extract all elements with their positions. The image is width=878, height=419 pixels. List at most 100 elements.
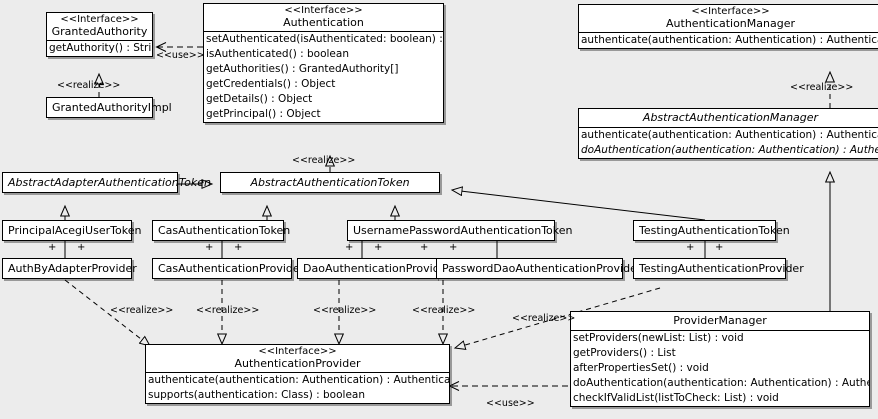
association-multiplicity: +: [715, 242, 724, 253]
class-cas-authentication-provider[interactable]: CasAuthenticationProvider: [152, 258, 305, 279]
association-multiplicity: +: [77, 242, 86, 253]
method: getProviders() : List: [573, 346, 676, 359]
class-cas-authentication-token[interactable]: CasAuthenticationToken: [152, 220, 291, 241]
class-granted-authority-impl[interactable]: GrantedAuthorityImpl: [46, 97, 172, 118]
class-header: UsernamePasswordAuthenticationToken: [348, 221, 573, 240]
stereotype-interface: <<Interface>>: [284, 5, 363, 16]
class-header: AbstractAuthenticationToken: [221, 173, 439, 192]
class-header: <<Interface>> AuthenticationManager: [579, 5, 878, 32]
class-abstract-authentication-manager[interactable]: AbstractAuthenticationManager authentica…: [578, 108, 878, 159]
class-header: ProviderManager: [571, 312, 869, 330]
class-header: <<Interface>> GrantedAuthority: [47, 13, 152, 40]
association-multiplicity: +: [48, 242, 57, 253]
class-provider-manager[interactable]: ProviderManager setProviders(newList: Li…: [570, 311, 870, 407]
class-header: <<Interface>> Authentication: [204, 4, 443, 31]
stereotype-interface: <<Interface>>: [691, 6, 770, 17]
method: getDetails() : Object: [206, 93, 313, 106]
class-header: TestingAuthenticationToken: [634, 221, 790, 240]
class-abstract-adapter-authentication-token[interactable]: AbstractAdapterAuthenticationToken: [2, 172, 211, 193]
association-multiplicity: +: [374, 242, 383, 253]
class-header: DaoAuthenticationProvider: [298, 259, 451, 278]
class-header: <<Interface>> AuthenticationProvider: [146, 345, 449, 372]
stereotype-interface: <<Interface>>: [60, 14, 139, 25]
method: getAuthorities() : GrantedAuthority[]: [206, 63, 399, 76]
method: afterPropertiesSet() : void: [573, 361, 709, 374]
class-password-dao-authentication-provider[interactable]: PasswordDaoAuthenticationProvider: [436, 258, 642, 279]
method: authenticate(authentication: Authenticat…: [581, 128, 878, 141]
class-name: PasswordDaoAuthenticationProvider: [442, 262, 642, 275]
class-name: GrantedAuthorityImpl: [52, 101, 172, 114]
class-username-password-authentication-token[interactable]: UsernamePasswordAuthenticationToken: [347, 220, 573, 241]
class-name: GrantedAuthority: [51, 24, 148, 38]
stereotype-interface: <<Interface>>: [258, 346, 337, 357]
edge-label-realize-dao-authentication-provider: <<realize>>: [313, 305, 377, 316]
class-name: AuthByAdapterProvider: [8, 262, 137, 275]
class-header: AbstractAdapterAuthenticationToken: [3, 173, 211, 192]
method: authenticate(authentication: Authenticat…: [148, 374, 449, 387]
class-methods: authenticate(authentication: Authenticat…: [579, 126, 878, 158]
class-methods: authenticate(authentication: Authenticat…: [579, 32, 878, 48]
class-header: PasswordDaoAuthenticationProvider: [437, 259, 642, 278]
class-header: PrincipalAcegiUserToken: [3, 221, 142, 240]
class-header: AbstractAuthenticationManager: [579, 109, 878, 127]
class-header: CasAuthenticationProvider: [153, 259, 305, 278]
class-dao-authentication-provider[interactable]: DaoAuthenticationProvider: [297, 258, 451, 279]
class-name: AbstractAdapterAuthenticationToken: [8, 176, 211, 189]
class-name: DaoAuthenticationProvider: [303, 262, 451, 275]
method: setProviders(newList: List) : void: [573, 331, 744, 344]
class-methods: authenticate(authentication: Authenticat…: [146, 372, 449, 403]
class-testing-authentication-token[interactable]: TestingAuthenticationToken: [633, 220, 790, 241]
method: doAuthentication(authentication: Authent…: [573, 376, 869, 389]
class-name: Authentication: [283, 15, 364, 29]
class-header: TestingAuthenticationProvider: [634, 259, 804, 278]
method: isAuthenticated() : boolean: [206, 48, 349, 61]
class-name: UsernamePasswordAuthenticationToken: [353, 224, 573, 237]
class-name: AuthenticationManager: [666, 16, 795, 30]
class-name: CasAuthenticationProvider: [158, 262, 305, 275]
edge-label-realize-auth-by-adapter-provider: <<realize>>: [110, 305, 174, 316]
edge-label-realize-granted-authority-impl: <<realize>>: [57, 80, 121, 91]
class-name: PrincipalAcegiUserToken: [8, 224, 142, 237]
class-name: TestingAuthenticationToken: [639, 224, 790, 237]
class-methods: setAuthenticated(isAuthenticated: boolea…: [204, 31, 443, 122]
class-auth-by-adapter-provider[interactable]: AuthByAdapterProvider: [2, 258, 137, 279]
method: getPrincipal() : Object: [206, 108, 321, 121]
class-methods: setProviders(newList: List) : void getPr…: [571, 329, 869, 406]
class-name: AbstractAuthenticationToken: [250, 176, 410, 189]
edge-label-realize-password-dao-authentication-provider: <<realize>>: [412, 305, 476, 316]
association-multiplicity: +: [234, 242, 243, 253]
class-name: ProviderManager: [673, 314, 767, 327]
method: doAuthentication(authentication: Authent…: [581, 143, 878, 156]
association-multiplicity: +: [205, 242, 214, 253]
edge-label-use-granted-authority: <<use>>: [156, 50, 205, 61]
association-multiplicity: +: [345, 242, 354, 253]
class-authentication-provider[interactable]: <<Interface>> AuthenticationProvider aut…: [145, 344, 450, 405]
class-methods: getAuthority() : String: [47, 40, 152, 56]
class-header: CasAuthenticationToken: [153, 221, 291, 240]
class-name: CasAuthenticationToken: [158, 224, 291, 237]
edge-label-realize-abstract-authentication-token: <<realize>>: [292, 155, 356, 166]
class-authentication-manager[interactable]: <<Interface>> AuthenticationManager auth…: [578, 4, 878, 50]
method: authenticate(authentication: Authenticat…: [581, 34, 878, 47]
method: setAuthenticated(isAuthenticated: boolea…: [206, 33, 443, 46]
class-principal-acegi-user-token[interactable]: PrincipalAcegiUserToken: [2, 220, 142, 241]
class-name: AuthenticationProvider: [234, 356, 361, 370]
class-granted-authority[interactable]: <<Interface>> GrantedAuthority getAuthor…: [46, 12, 153, 58]
method: getAuthority() : String: [49, 42, 152, 55]
method: checkIfValidList(listToCheck: List) : vo…: [573, 391, 779, 404]
class-name: AbstractAuthenticationManager: [642, 111, 819, 124]
association-multiplicity: +: [449, 242, 458, 253]
association-multiplicity: +: [686, 242, 695, 253]
method: getCredentials() : Object: [206, 78, 336, 91]
class-testing-authentication-provider[interactable]: TestingAuthenticationProvider: [633, 258, 804, 279]
association-multiplicity: +: [420, 242, 429, 253]
method: supports(authentication: Class) : boolea…: [148, 389, 365, 402]
edge-label-realize-abstract-authentication-manager: <<realize>>: [790, 82, 854, 93]
edge-label-use-provider-manager: <<use>>: [486, 398, 535, 409]
class-authentication[interactable]: <<Interface>> Authentication setAuthenti…: [203, 3, 444, 124]
class-abstract-authentication-token[interactable]: AbstractAuthenticationToken: [220, 172, 440, 193]
edge-label-realize-cas-authentication-provider: <<realize>>: [196, 305, 260, 316]
edge-label-realize-provider-manager: <<realize>>: [512, 313, 576, 324]
class-header: GrantedAuthorityImpl: [47, 98, 172, 117]
